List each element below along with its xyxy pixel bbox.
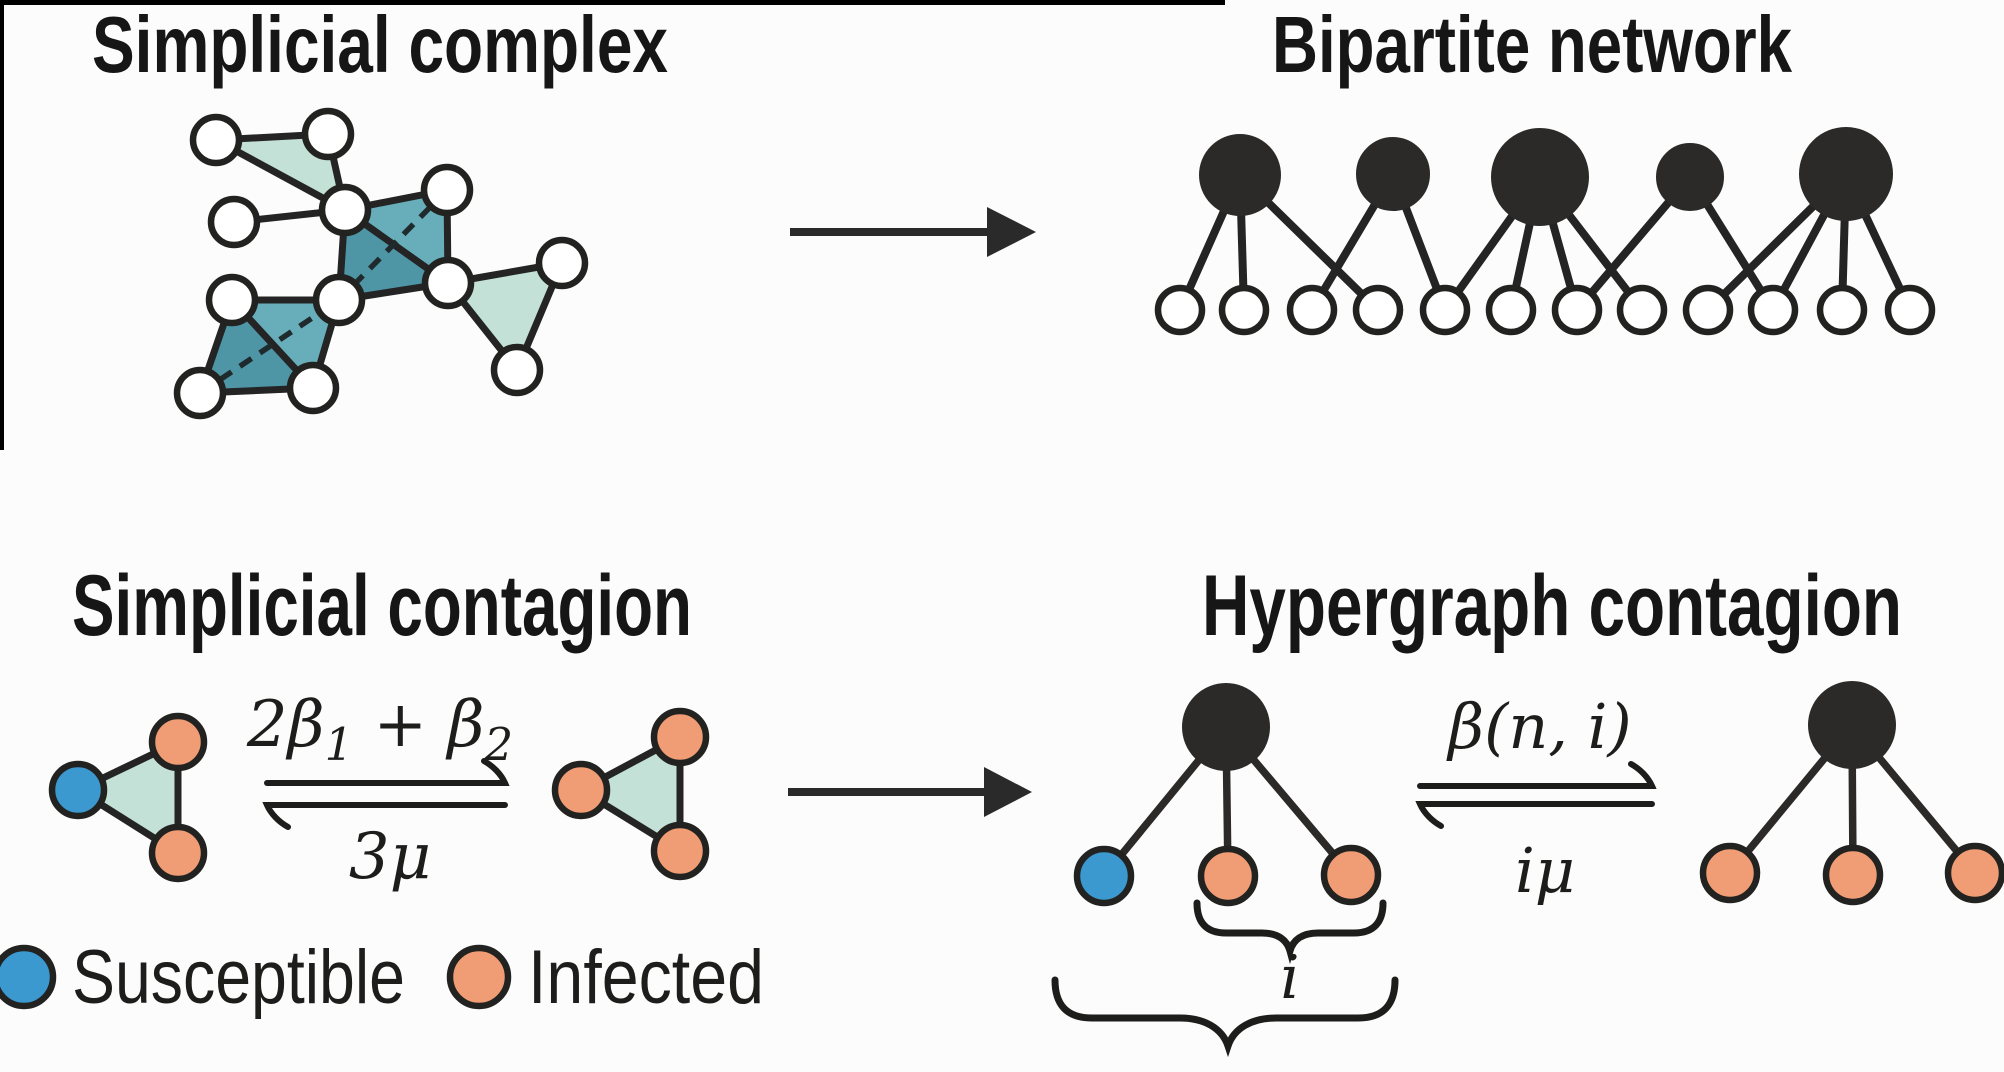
- light-2-simplex-right: [448, 263, 562, 370]
- vertex-node: [1218, 284, 1270, 336]
- hypergraph-contagion-title: Hypergraph contagion: [1202, 558, 1902, 654]
- forward-rate-label: β(n, i): [1446, 690, 1631, 763]
- infected-count-label: i: [1280, 943, 1299, 1013]
- node: [535, 236, 589, 290]
- hidden-tetrahedron-edge-2: [198, 297, 341, 396]
- vertex-node: [1551, 284, 1603, 336]
- bipartite-network-title: Bipartite network: [1272, 0, 1792, 89]
- vertex-node: [1816, 284, 1868, 336]
- hyperedge-node: [1656, 143, 1724, 211]
- infected-node: [1944, 842, 2004, 904]
- infected-node: [148, 712, 208, 772]
- infected-node: [1699, 842, 1761, 904]
- bipartite-network-diagram: [1154, 127, 1936, 336]
- vertex-node: [1747, 284, 1799, 336]
- vertex-nodes: [1154, 284, 1936, 336]
- node: [173, 366, 227, 420]
- hyperedge-node: [1199, 134, 1281, 216]
- susceptible-legend-label: Susceptible: [72, 935, 405, 1020]
- vertex-node: [1286, 284, 1338, 336]
- infected-node: [650, 707, 710, 767]
- hyperedge-node: [1356, 137, 1430, 211]
- infected-node: [1320, 844, 1382, 906]
- vertex-node: [1154, 284, 1206, 336]
- arrow-right-icon: [790, 207, 1036, 257]
- backward-rate-label: iμ: [1515, 834, 1575, 907]
- vertex-node: [1616, 284, 1668, 336]
- node: [286, 361, 340, 415]
- vertex-node: [1884, 284, 1936, 336]
- contagion-2-simplex-left: [78, 742, 178, 853]
- hypergraph-contagion-diagram: i n β(n, i) iμ: [1051, 681, 2004, 1072]
- node: [312, 273, 366, 327]
- susceptible-node: [1073, 845, 1135, 907]
- vertex-node: [1682, 284, 1734, 336]
- simplicial-contagion-diagram: 2β1 + β2 3μ: [48, 688, 710, 894]
- legend: Susceptible Infected: [0, 935, 764, 1020]
- infected-node: [650, 821, 710, 881]
- top-frame-artifact: [0, 0, 1225, 5]
- simplicial-contagion-title: Simplicial contagion: [72, 558, 692, 654]
- hyperedge-node: [1182, 683, 1270, 771]
- left-frame-artifact: [0, 0, 4, 450]
- rate-term: 2β: [246, 688, 325, 762]
- rate-subscript: 2: [484, 718, 514, 771]
- vertex-node: [1419, 284, 1471, 336]
- infected-legend-label: Infected: [528, 935, 764, 1020]
- node: [318, 183, 372, 237]
- simplicial-complex-title: Simplicial complex: [92, 0, 668, 89]
- susceptible-legend-icon: [0, 944, 57, 1010]
- contagion-2-simplex-right: [581, 737, 680, 851]
- equilibrium-arrows-icon: [1415, 761, 1657, 829]
- hyperedge-node: [1799, 127, 1893, 221]
- hyperedge-size-label: n: [1207, 1057, 1250, 1072]
- vertex-node: [1352, 284, 1404, 336]
- equilibrium-arrows-icon: [262, 758, 510, 830]
- node: [301, 107, 355, 161]
- hyperedge-nodes: [1199, 127, 1893, 226]
- node: [189, 113, 243, 167]
- susceptible-node: [48, 760, 108, 820]
- backward-rate-label: 3μ: [349, 820, 431, 894]
- infected-node: [1822, 844, 1884, 906]
- hyperedge-node: [1808, 681, 1896, 769]
- infected-count-brace: [1193, 899, 1387, 965]
- simplicial-complex-nodes: [173, 107, 589, 420]
- node: [421, 256, 475, 310]
- vertex-node: [1485, 284, 1537, 336]
- node: [205, 273, 259, 327]
- arrow-right-icon: [788, 767, 1032, 817]
- infected-node: [1197, 845, 1259, 907]
- hyperedge-node: [1491, 128, 1589, 226]
- hyperedge-size-brace: [1051, 976, 1399, 1058]
- rate-term: + β: [353, 688, 484, 762]
- node: [420, 163, 474, 217]
- node: [490, 343, 544, 397]
- node: [207, 195, 261, 249]
- tetrahedron-face-lower: [339, 210, 448, 300]
- rate-subscript: 1: [325, 718, 354, 771]
- simplicial-complex-diagram: [173, 107, 589, 420]
- infected-legend-icon: [446, 944, 512, 1010]
- infected-node: [148, 823, 208, 883]
- infected-node: [551, 760, 611, 820]
- forward-rate-label: 2β1 + β2: [246, 688, 513, 771]
